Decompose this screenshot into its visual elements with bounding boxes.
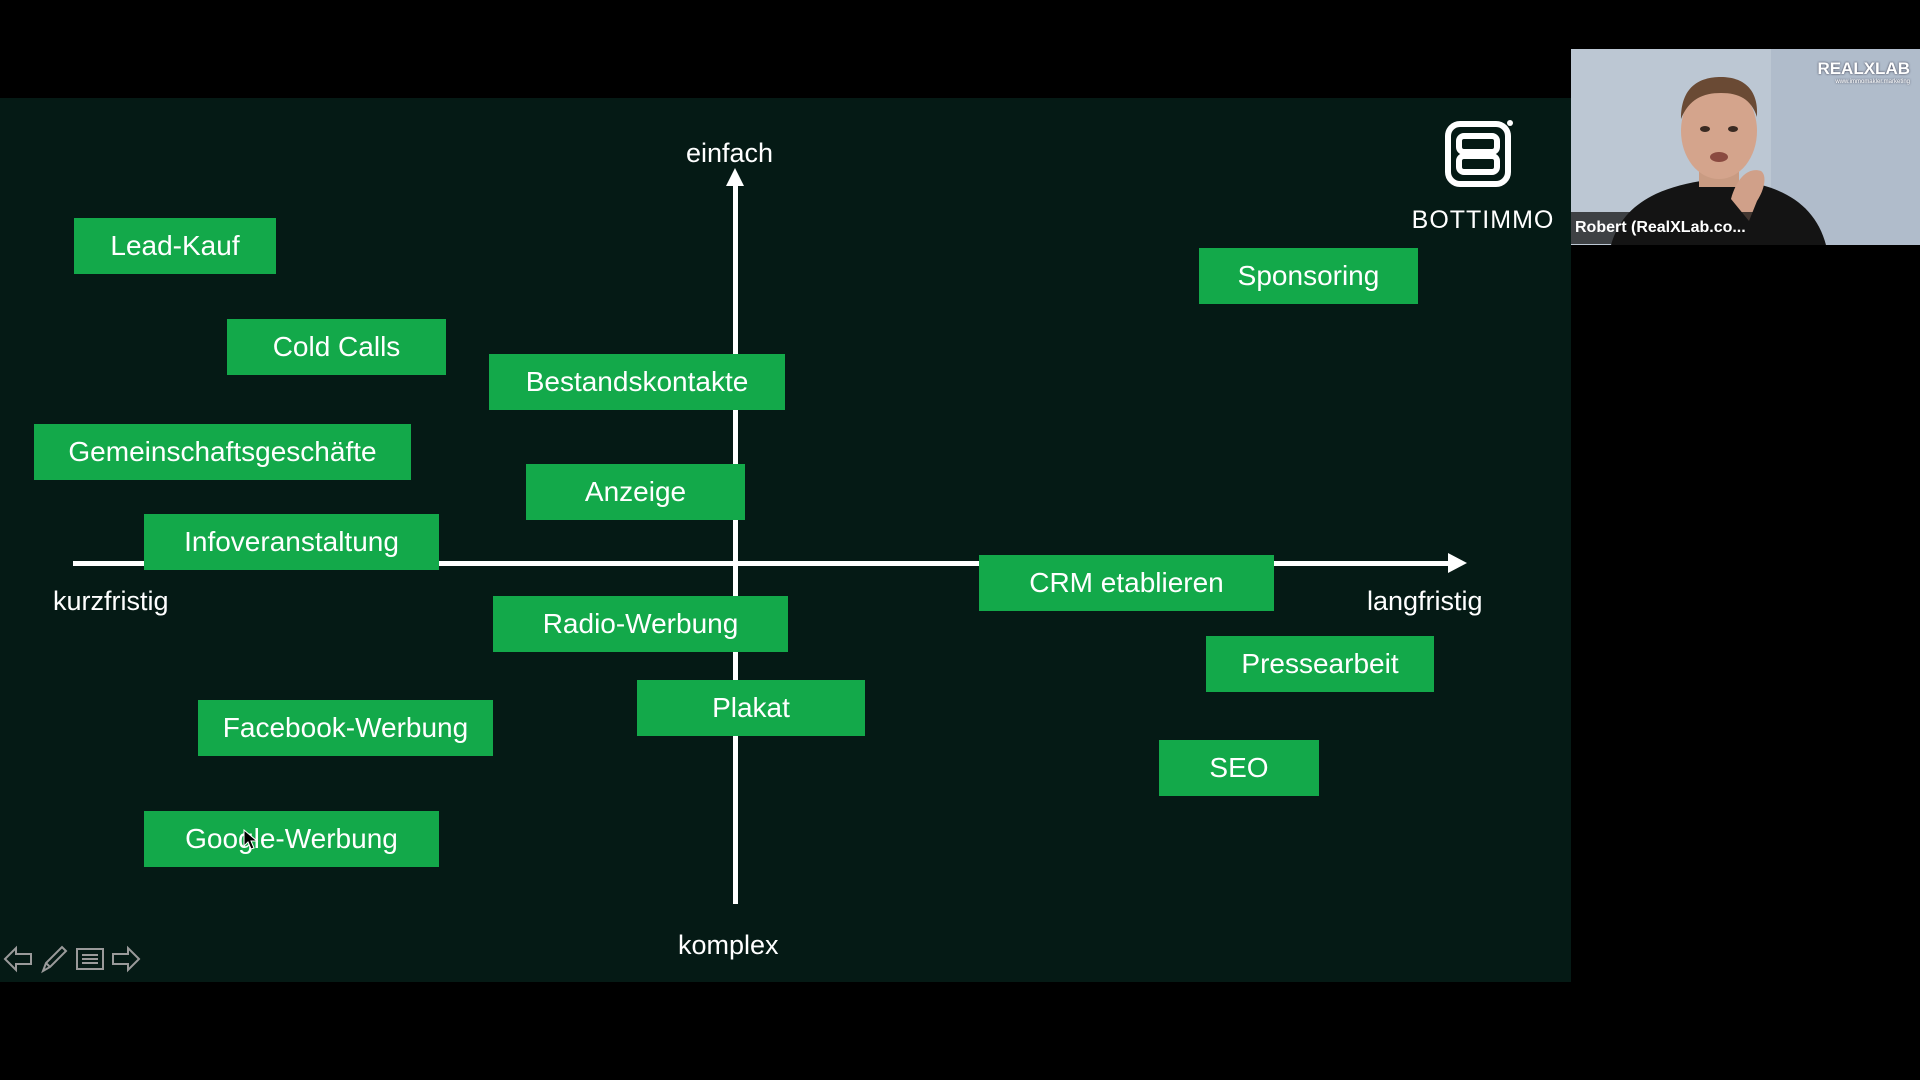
- tag-pressearbeit: Pressearbeit: [1206, 636, 1434, 692]
- bottimmo-logo: BOTTIMMO: [1398, 118, 1568, 238]
- realxlab-logo-subtext: www.immomakler.marketing: [1835, 79, 1910, 85]
- axis-label-einfach: einfach: [686, 138, 774, 168]
- tag-anzeige: Anzeige: [526, 464, 745, 520]
- slide-menu-icon[interactable]: [74, 943, 106, 975]
- tag-radio-werbung: Radio-Werbung: [493, 596, 788, 652]
- tag-crm-etablieren: CRM etablieren: [979, 555, 1274, 611]
- tag-seo: SEO: [1159, 740, 1319, 796]
- realxlab-logo-text: REALXLAB: [1817, 59, 1910, 78]
- tag-lead-kauf: Lead-Kauf: [74, 218, 276, 274]
- axis-arrow-up: [726, 168, 744, 186]
- previous-slide-icon[interactable]: [2, 943, 34, 975]
- pen-icon[interactable]: [38, 943, 70, 975]
- mouse-pointer-icon: [243, 829, 259, 850]
- presentation-slide: einfach komplex kurzfristig langfristig …: [0, 98, 1571, 982]
- participant-name-label: Robert (RealXLab.co...: [1571, 212, 1754, 244]
- tag-google-werbung: Google-Werbung: [144, 811, 439, 867]
- axis-label-langfristig: langfristig: [1367, 586, 1483, 616]
- tag-bestandskontakte: Bestandskontakte: [489, 354, 785, 410]
- tag-plakat: Plakat: [637, 680, 865, 736]
- next-slide-icon[interactable]: [110, 943, 142, 975]
- realxlab-logo: REALXLAB www.immomakler.marketing: [1817, 59, 1910, 85]
- participant-video: [1571, 49, 1920, 245]
- bottimmo-logo-mark-icon: [1445, 120, 1513, 187]
- vertical-axis: [733, 176, 738, 904]
- tag-sponsoring: Sponsoring: [1199, 248, 1418, 304]
- bottimmo-logo-text: BOTTIMMO: [1411, 206, 1555, 234]
- axis-label-komplex: komplex: [678, 930, 779, 960]
- axis-arrow-right: [1448, 553, 1467, 573]
- axis-label-kurzfristig: kurzfristig: [53, 586, 169, 616]
- tag-infoveranstaltung: Infoveranstaltung: [144, 514, 439, 570]
- horizontal-axis: [73, 561, 1453, 566]
- slide-navigation: [2, 943, 142, 977]
- webcam-video-tile[interactable]: REALXLAB www.immomakler.marketing Robert…: [1571, 49, 1920, 245]
- tag-cold-calls: Cold Calls: [227, 319, 446, 375]
- tag-facebook-werbung: Facebook-Werbung: [198, 700, 493, 756]
- tag-gemeinschaftsgeschaefte: Gemeinschaftsgeschäfte: [34, 424, 411, 480]
